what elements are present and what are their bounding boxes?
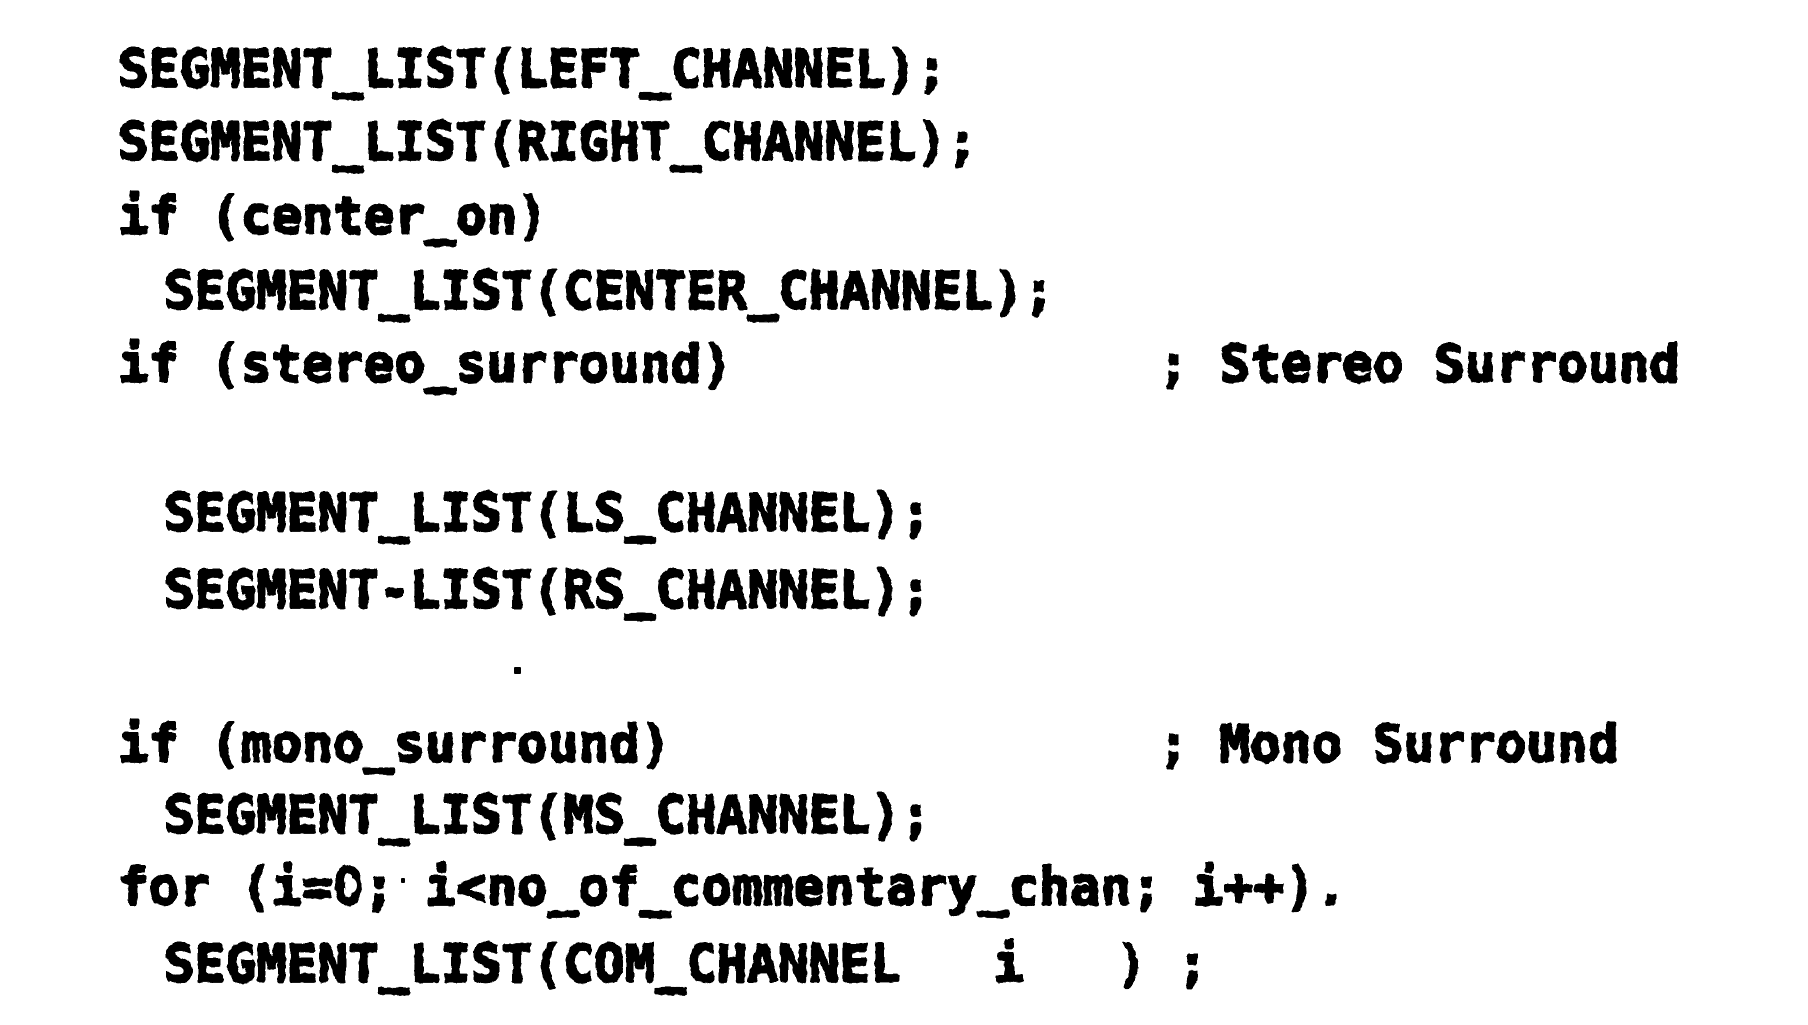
code-line-10: for (i=0; i<no_of_commentary_chan; i++). xyxy=(117,858,1347,917)
code-line-5: if (stereo_surround); Stereo Surround xyxy=(117,335,1680,394)
code-line-3: if (center_on) xyxy=(117,187,548,246)
code-line-8: if (mono_surround); Mono Surround xyxy=(117,715,1619,774)
zero-counter-patch xyxy=(345,878,357,893)
code-line-9: SEGMENT_LIST(MS_CHANNEL); xyxy=(163,786,932,845)
code-line-4: SEGMENT_LIST(CENTER_CHANNEL); xyxy=(163,262,1055,321)
inline-comment: ; Stereo Surround xyxy=(1157,335,1680,394)
code-line-1: SEGMENT_LIST(LEFT_CHANNEL); xyxy=(117,40,948,99)
scan-artifact-dot xyxy=(514,667,521,674)
code-line-11: SEGMENT_LIST(COM_CHANNEL i ) ; xyxy=(163,935,1208,994)
code-line-6: SEGMENT_LIST(LS_CHANNEL); xyxy=(163,484,932,543)
code-line-7: SEGMENT-LIST(RS_CHANNEL); xyxy=(163,561,932,620)
inline-comment: ; Mono Surround xyxy=(1157,715,1619,774)
scan-artifact-speck xyxy=(401,878,405,883)
code-line-2: SEGMENT_LIST(RIGHT_CHANNEL); xyxy=(117,113,978,172)
